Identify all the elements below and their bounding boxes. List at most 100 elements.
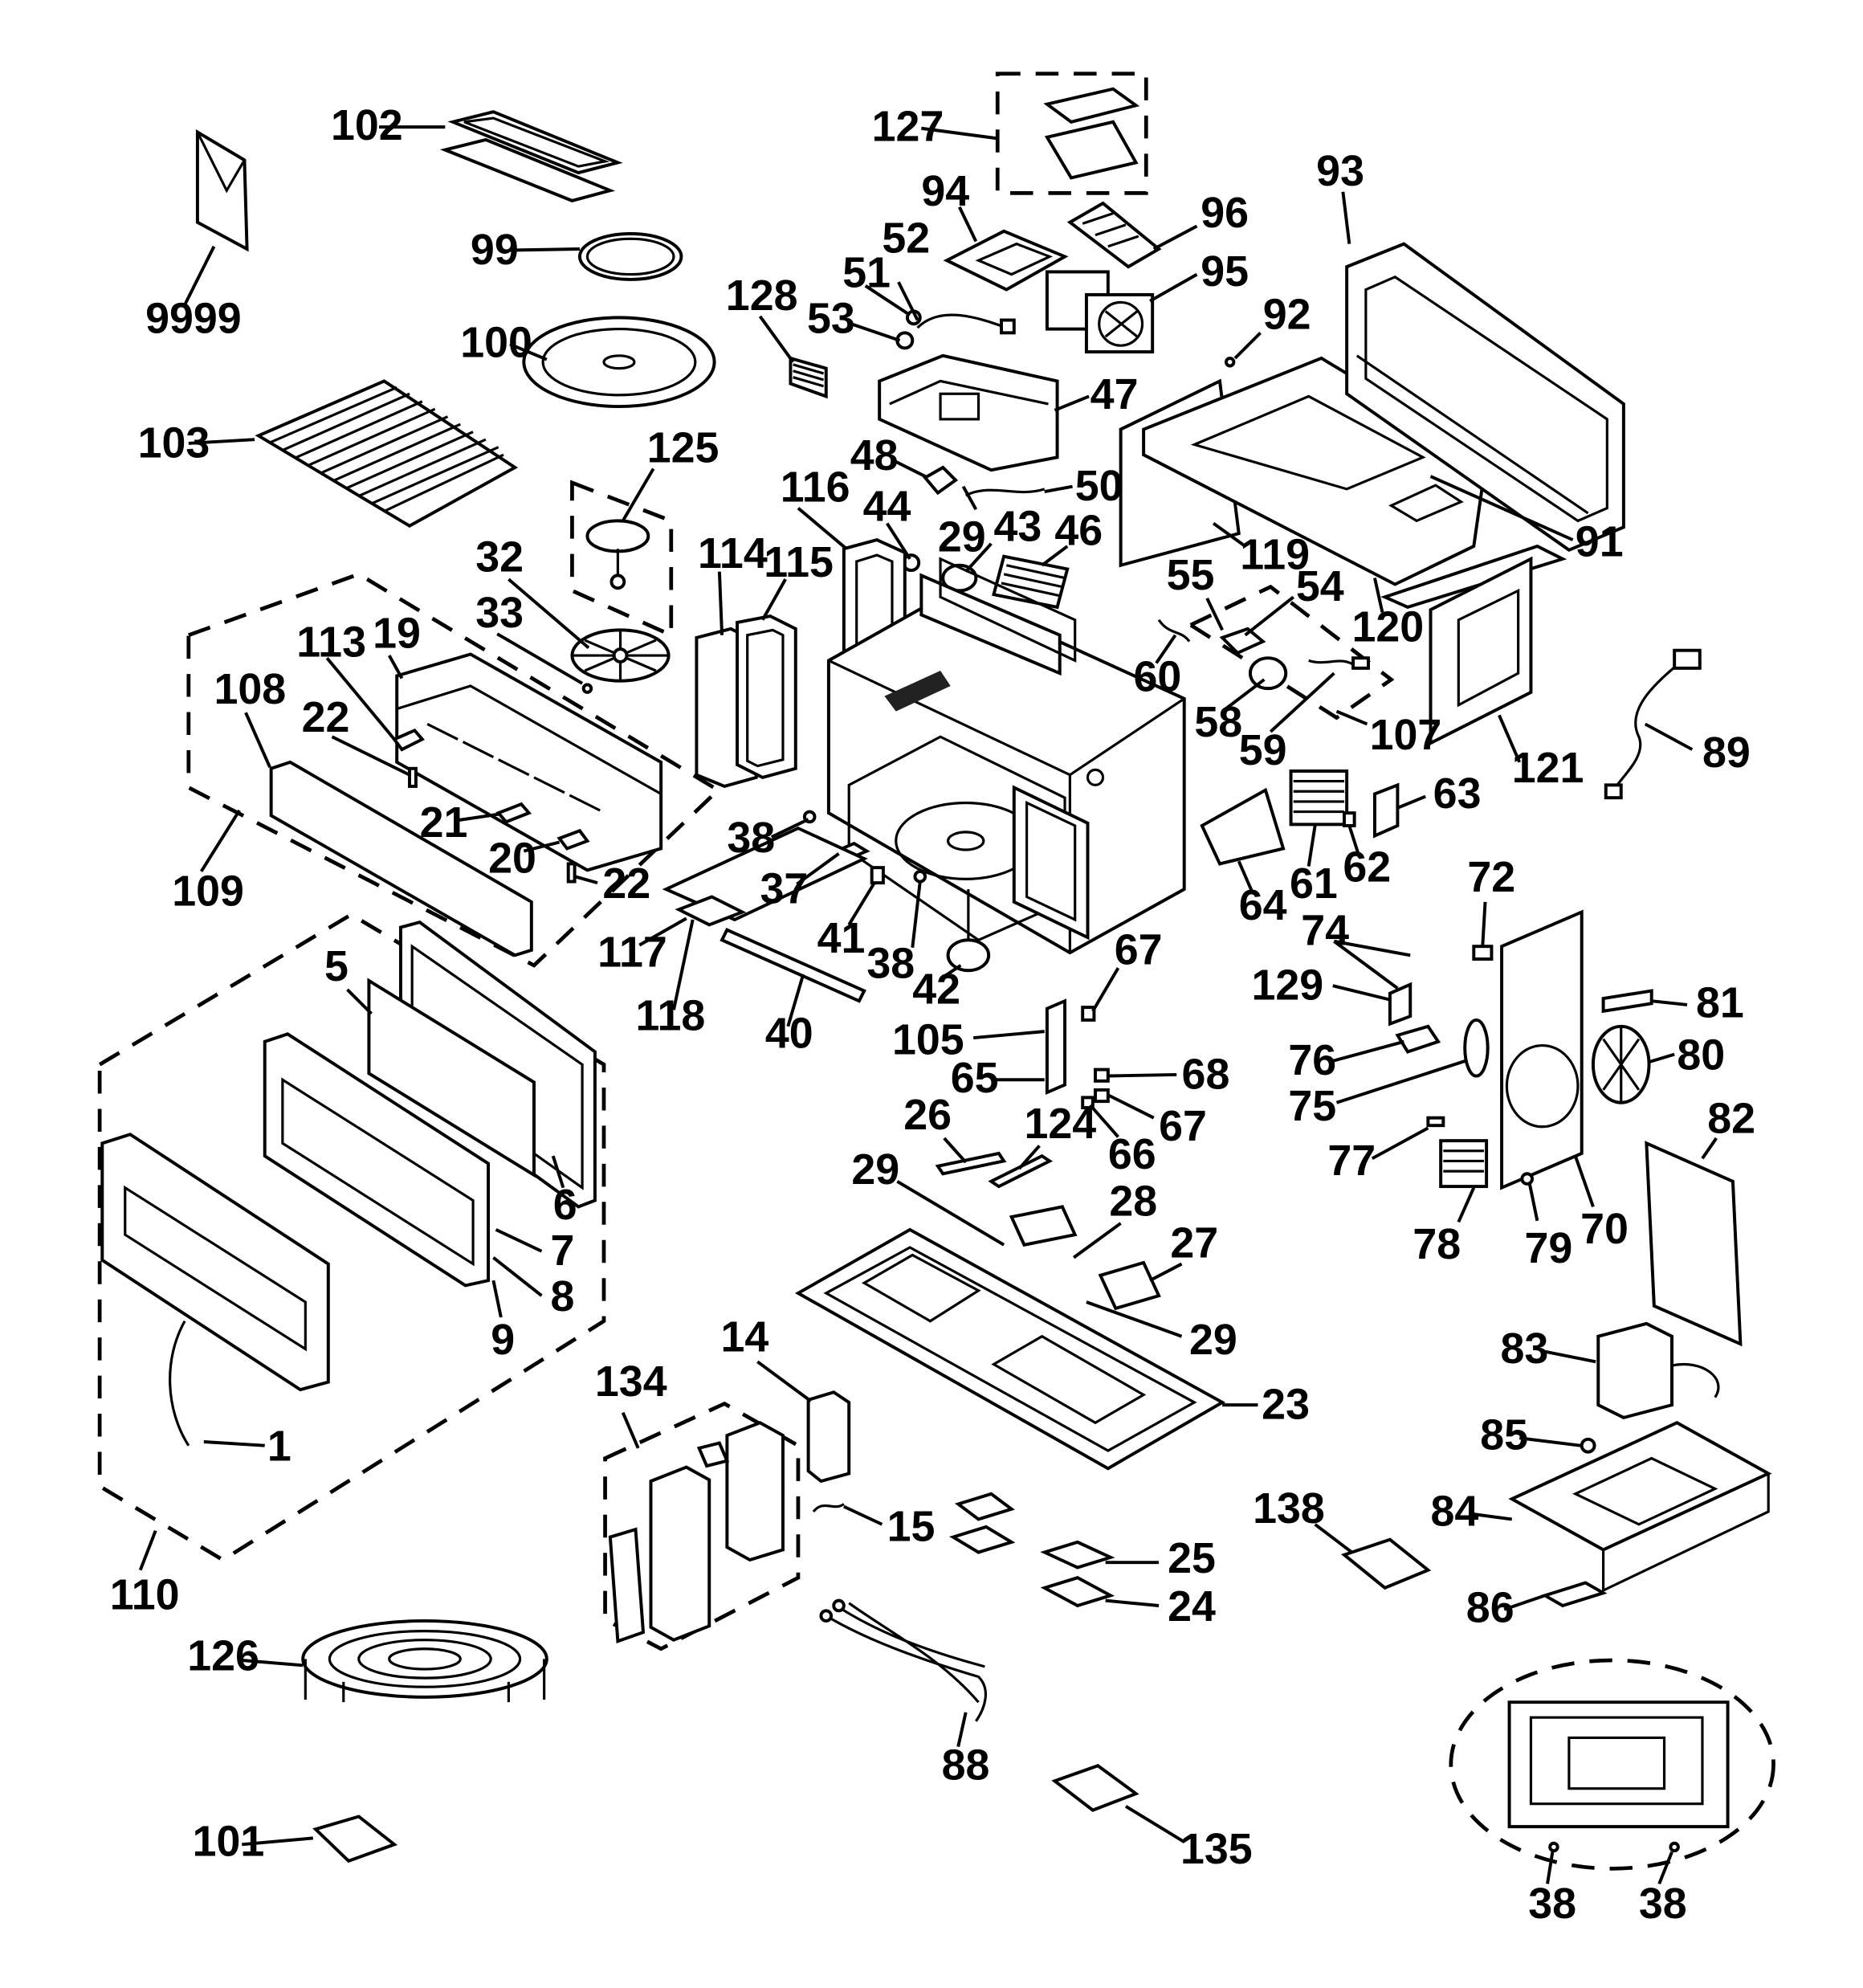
- seal-40: [720, 928, 866, 1003]
- label-6: 6: [553, 1181, 577, 1229]
- bracket-63: [1372, 782, 1400, 839]
- label-51: 51: [842, 248, 891, 296]
- oven-rack-103: [255, 379, 519, 529]
- label-9999: 9999: [145, 294, 242, 342]
- label-93: 93: [1316, 147, 1364, 195]
- label-119: 119: [1240, 530, 1310, 578]
- label-85: 85: [1480, 1410, 1528, 1459]
- cover-plate-94: [943, 229, 1069, 292]
- label-33: 33: [475, 589, 524, 637]
- label-94: 94: [921, 167, 969, 215]
- label-128: 128: [726, 271, 798, 320]
- label-105: 105: [892, 1016, 964, 1064]
- vent-bracket-96: [1066, 201, 1162, 269]
- label-22a: 22: [302, 693, 350, 741]
- capacitor-75: [1463, 1018, 1490, 1078]
- base-plate-23: [794, 1227, 1226, 1471]
- wire-60: [1157, 618, 1191, 643]
- label-92: 92: [1263, 291, 1311, 339]
- label-127: 127: [872, 103, 944, 151]
- label-101: 101: [193, 1818, 265, 1866]
- control-board-134: [608, 1421, 785, 1643]
- label-65: 65: [951, 1054, 999, 1102]
- envelope-135: [1051, 1764, 1139, 1812]
- rail-124: [988, 1153, 1054, 1189]
- air-duct-127: [1043, 87, 1140, 180]
- label-117: 117: [597, 928, 667, 976]
- cover-46: [992, 554, 1070, 610]
- label-75: 75: [1288, 1082, 1336, 1130]
- label-103: 103: [138, 418, 210, 467]
- spring-22a: [408, 766, 418, 788]
- label-134: 134: [595, 1357, 667, 1406]
- label-40: 40: [765, 1010, 813, 1058]
- screw-38b: [913, 869, 927, 884]
- wire-50: [964, 488, 1046, 497]
- label-129: 129: [1252, 961, 1324, 1010]
- screw-92: [1224, 356, 1236, 368]
- label-9: 9: [491, 1316, 515, 1364]
- label-24: 24: [1168, 1582, 1216, 1631]
- group-127-outline: [995, 71, 1148, 195]
- label-15: 15: [887, 1502, 936, 1550]
- thermal-62: [1343, 811, 1356, 827]
- label-83: 83: [1500, 1325, 1548, 1373]
- lever-20: [556, 828, 590, 851]
- label-55: 55: [1167, 551, 1215, 599]
- label-50: 50: [1075, 462, 1123, 510]
- envelope-138: [1340, 1537, 1432, 1590]
- label-59: 59: [1239, 726, 1287, 774]
- label-102: 102: [331, 101, 403, 149]
- leader-lines: [138, 125, 1718, 1885]
- door-panel-9: [263, 1032, 491, 1288]
- label-8: 8: [551, 1272, 575, 1321]
- wire-harness-88: [819, 1598, 987, 1722]
- window-5: [367, 978, 536, 1178]
- label-38d: 38: [1639, 1880, 1687, 1928]
- base-84: [1508, 1421, 1772, 1593]
- capacitor-27: [1098, 1260, 1161, 1311]
- label-78: 78: [1413, 1220, 1461, 1268]
- label-5: 5: [324, 942, 349, 990]
- label-14: 14: [720, 1313, 768, 1361]
- label-1: 1: [267, 1423, 291, 1471]
- label-79: 79: [1525, 1224, 1573, 1272]
- group-125-outline: [570, 480, 674, 639]
- back-panel-93: [1345, 242, 1625, 553]
- grease-filter-102: [439, 110, 623, 202]
- label-135: 135: [1180, 1825, 1253, 1873]
- label-126: 126: [187, 1632, 259, 1680]
- diode-76: [1395, 1024, 1441, 1054]
- cover-82: [1645, 1141, 1743, 1347]
- label-100: 100: [460, 318, 532, 366]
- lever-21: [495, 802, 532, 824]
- label-60: 60: [1133, 652, 1181, 700]
- board-129: [1388, 982, 1413, 1027]
- label-54: 54: [1296, 562, 1344, 610]
- label-70: 70: [1580, 1205, 1629, 1253]
- label-38c: 38: [1528, 1880, 1576, 1928]
- label-41: 41: [817, 914, 866, 962]
- turntable-motor-42: [946, 889, 991, 973]
- waveguide-64: [1200, 787, 1286, 866]
- group-38-detail-outline: [1449, 1658, 1775, 1871]
- label-109: 109: [172, 867, 244, 916]
- door-assembly: [100, 920, 597, 1447]
- bracket-86: [1540, 1581, 1608, 1608]
- side-panel-121: [1429, 556, 1533, 746]
- label-118: 118: [636, 992, 706, 1040]
- label-120: 120: [1351, 603, 1424, 651]
- label-110: 110: [110, 1571, 180, 1619]
- drive-coupler-125: [585, 519, 650, 590]
- label-116: 116: [781, 463, 850, 512]
- manual-envelope-9999: [195, 129, 249, 252]
- door-sensor-48: [923, 465, 959, 496]
- door-front-1: [100, 1133, 330, 1392]
- label-61: 61: [1290, 859, 1338, 908]
- duct-115: [736, 614, 797, 779]
- label-63: 63: [1433, 769, 1482, 818]
- label-76: 76: [1288, 1036, 1336, 1084]
- label-25: 25: [1168, 1534, 1216, 1582]
- label-37: 37: [760, 864, 809, 912]
